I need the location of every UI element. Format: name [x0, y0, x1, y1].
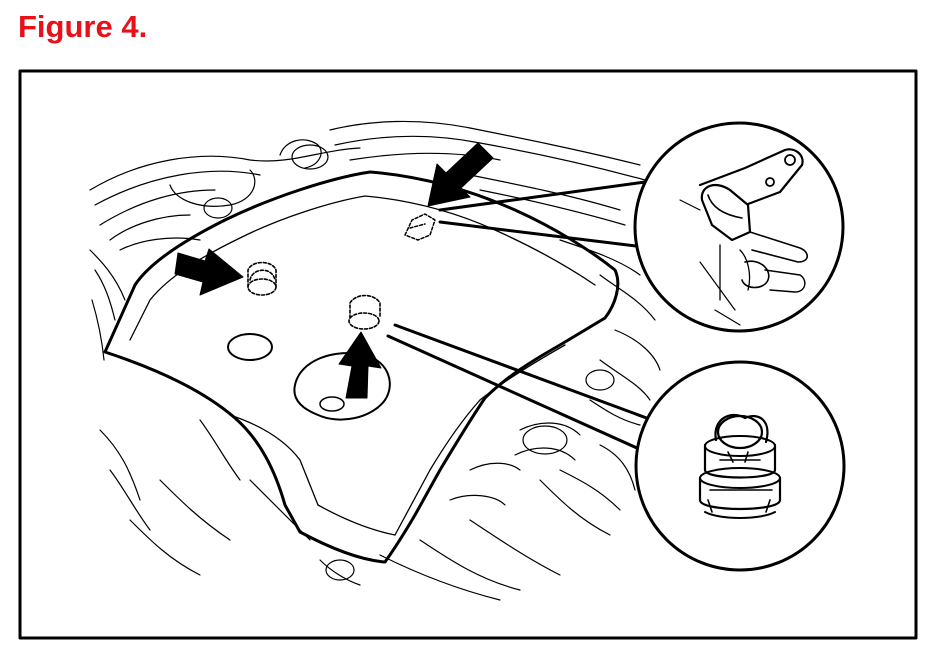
- figure-title: Figure 4.: [18, 9, 148, 44]
- engine-cover: [103, 170, 620, 564]
- grommet-left: [247, 261, 277, 296]
- cover-center-recess: [293, 352, 391, 421]
- left-grommet-arrow: [174, 248, 244, 296]
- clip-arrow: [427, 142, 494, 207]
- cover-oil-cap-recess: [227, 333, 273, 361]
- grommet-center: [348, 294, 381, 330]
- clip-on-cover: [404, 213, 436, 241]
- clip-detail: [633, 121, 845, 333]
- grommet-detail: [634, 360, 846, 572]
- figure-frame: [18, 69, 918, 640]
- callout-leader-lines: [386, 180, 654, 450]
- center-grommet-arrow: [338, 331, 382, 399]
- engine-bay-background: [89, 120, 661, 601]
